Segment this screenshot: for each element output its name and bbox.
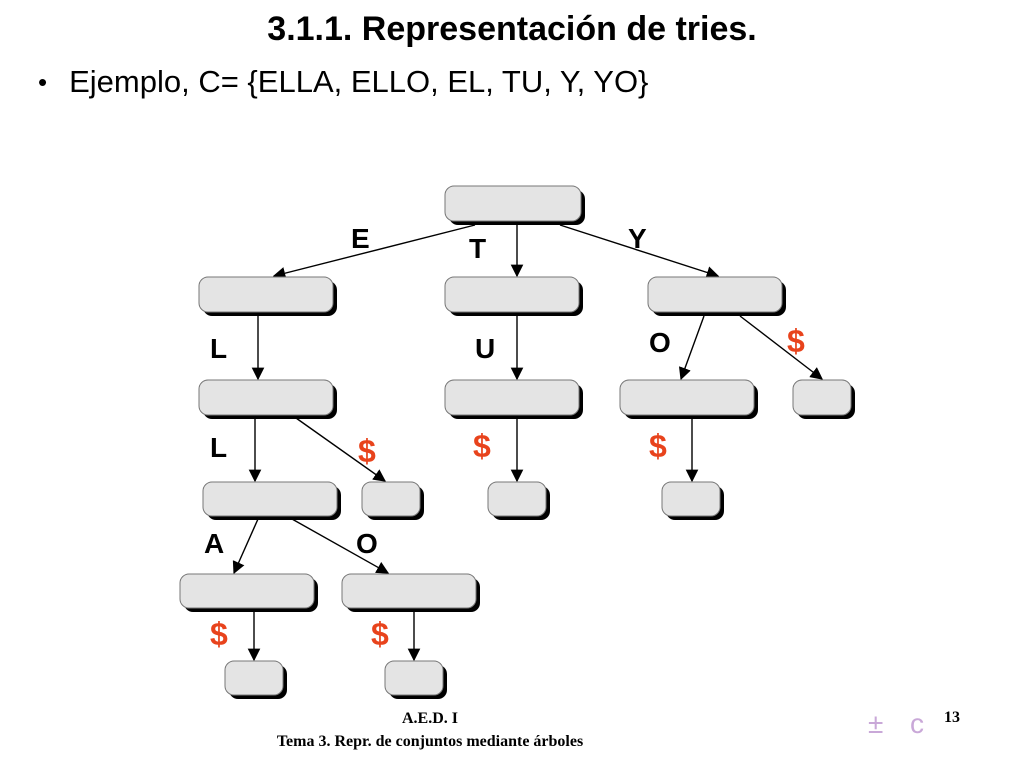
label-EL: L	[210, 333, 227, 364]
label-EL-end: $	[358, 433, 376, 469]
page-number: 13	[944, 709, 960, 726]
footer-course: A.E.D. I	[401, 710, 458, 727]
label-T: T	[469, 233, 486, 264]
edge-root-Y	[559, 224, 720, 279]
node-TU	[444, 379, 583, 419]
node-Y	[647, 276, 786, 316]
node-ELLA	[179, 573, 318, 612]
label-E: E	[351, 223, 370, 254]
node-E	[198, 276, 337, 316]
label-YO: O	[649, 327, 671, 358]
trie-nodes	[179, 185, 855, 699]
label-Y: Y	[628, 223, 647, 254]
node-ELLA-terminal	[224, 660, 287, 699]
prev-slide-button[interactable]: ±	[868, 708, 884, 739]
node-YO	[619, 379, 758, 419]
label-ELLA-end: $	[210, 616, 228, 652]
bullet-symbol: •	[38, 66, 48, 97]
label-ELLA: A	[204, 528, 224, 559]
edge-Y-end	[739, 315, 823, 380]
node-ELL	[202, 481, 341, 520]
node-Y-terminal	[792, 379, 855, 419]
edge-Y-O	[678, 315, 705, 381]
label-TU: U	[475, 333, 495, 364]
label-ELLO-end: $	[371, 616, 389, 652]
node-YO-terminal	[661, 481, 724, 520]
node-root	[444, 185, 585, 225]
edge-root-E	[272, 224, 476, 280]
edge-ELL-O	[291, 518, 390, 574]
node-ELLO-terminal	[384, 660, 447, 699]
bullet-text: Ejemplo, C= {ELLA, ELLO, EL, TU, Y, YO}	[69, 64, 649, 99]
label-ELL: L	[210, 432, 227, 463]
trie-edges	[232, 224, 823, 662]
footer-topic: Tema 3. Repr. de conjuntos mediante árbo…	[276, 733, 584, 750]
edge-ELL-A	[232, 518, 259, 575]
node-TU-terminal	[487, 481, 550, 520]
node-ELLO	[341, 573, 480, 612]
label-TU-end: $	[473, 428, 491, 464]
edge-labels: E T Y L U O $ L $ $ $ A O $ $	[204, 223, 805, 652]
node-EL	[198, 379, 337, 419]
node-EL-terminal	[361, 481, 424, 520]
bullet-item: • Ejemplo, C= {ELLA, ELLO, EL, TU, Y, YO…	[38, 64, 648, 100]
label-ELLO: O	[356, 528, 378, 559]
label-YO-end: $	[649, 428, 667, 464]
label-Y-end: $	[787, 323, 805, 359]
node-T	[444, 276, 583, 316]
edge-EL-end	[295, 417, 387, 482]
slide-title: 3.1.1. Representación de tries.	[267, 10, 757, 48]
next-slide-button[interactable]: c	[910, 708, 924, 739]
